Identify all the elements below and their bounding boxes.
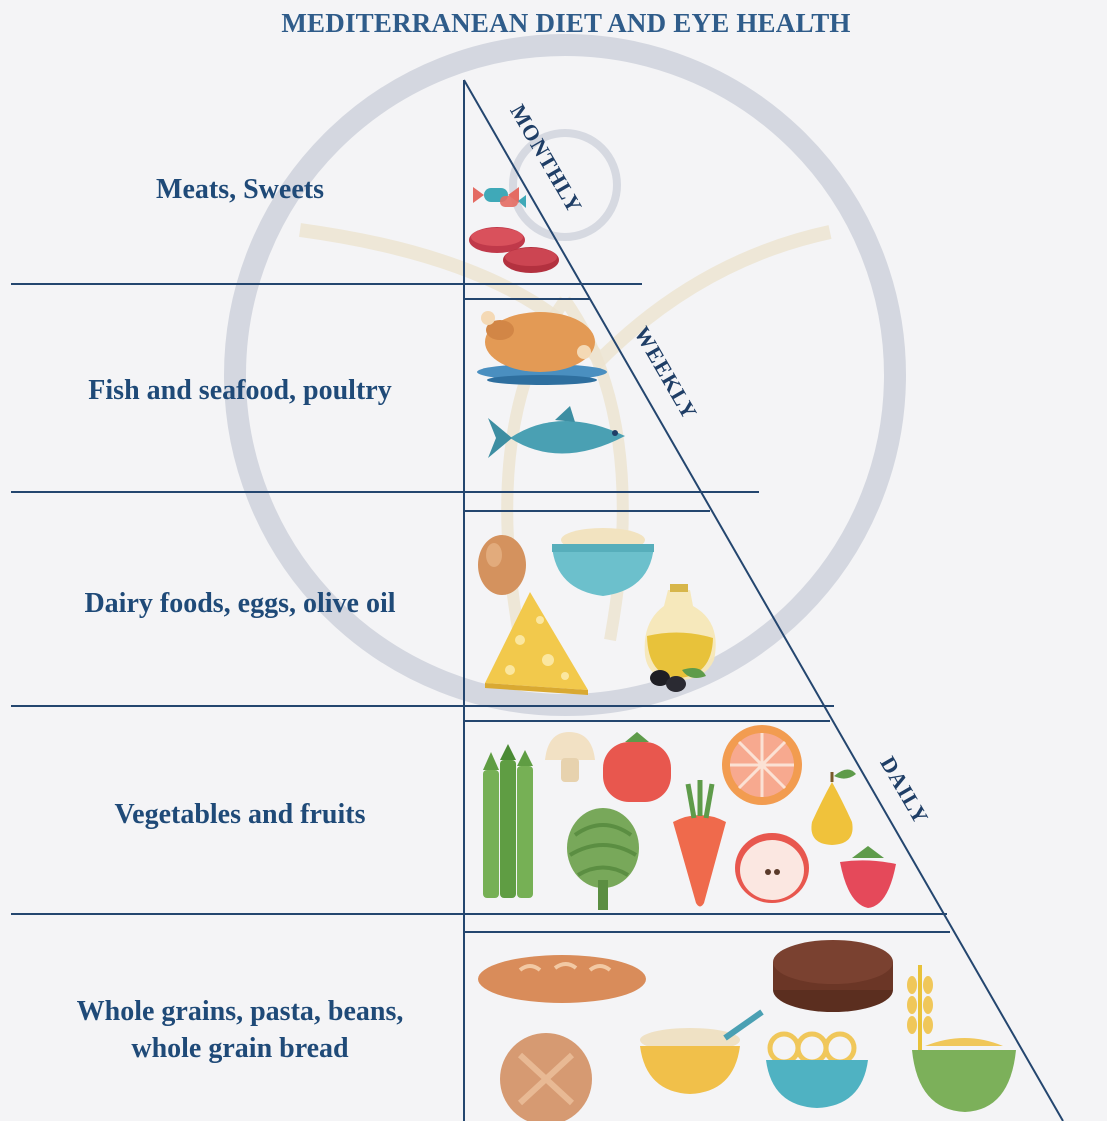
wheat-icon [907, 965, 933, 1050]
porridge-bowl-icon [640, 1012, 762, 1094]
apple-half-icon [735, 833, 809, 903]
baguette-icon [478, 955, 646, 1003]
egg-icon [478, 535, 526, 595]
pear-icon [811, 769, 856, 845]
tomato-icon [603, 732, 671, 802]
cheese-wedge-icon [485, 592, 588, 695]
fish-icon [488, 406, 625, 458]
pasta-bowl-icon [766, 1034, 868, 1108]
flour-bowl-icon [912, 1038, 1016, 1112]
artichoke-icon [567, 808, 639, 910]
candy-icon [473, 187, 526, 208]
olive-oil-jug-icon [645, 584, 716, 680]
mushroom-icon [545, 732, 595, 782]
meat-patties-icon [469, 227, 559, 273]
chocolate-cake-icon [773, 940, 893, 1012]
bowl-icon [552, 528, 654, 596]
grapefruit-icon [722, 725, 802, 805]
bread-roll-icon [500, 1033, 592, 1121]
carrot-icon [673, 780, 726, 907]
roast-chicken-icon [477, 311, 607, 385]
asparagus-icon [483, 744, 533, 898]
raspberry-icon [840, 846, 896, 908]
